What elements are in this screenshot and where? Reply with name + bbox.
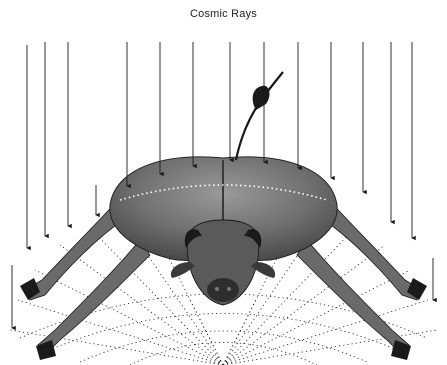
back-right-leg <box>297 240 409 355</box>
tail-tuft <box>253 86 270 110</box>
muzzle <box>207 278 239 302</box>
back-left-leg <box>38 240 150 355</box>
tail <box>236 72 283 160</box>
bull-icon <box>20 72 427 360</box>
